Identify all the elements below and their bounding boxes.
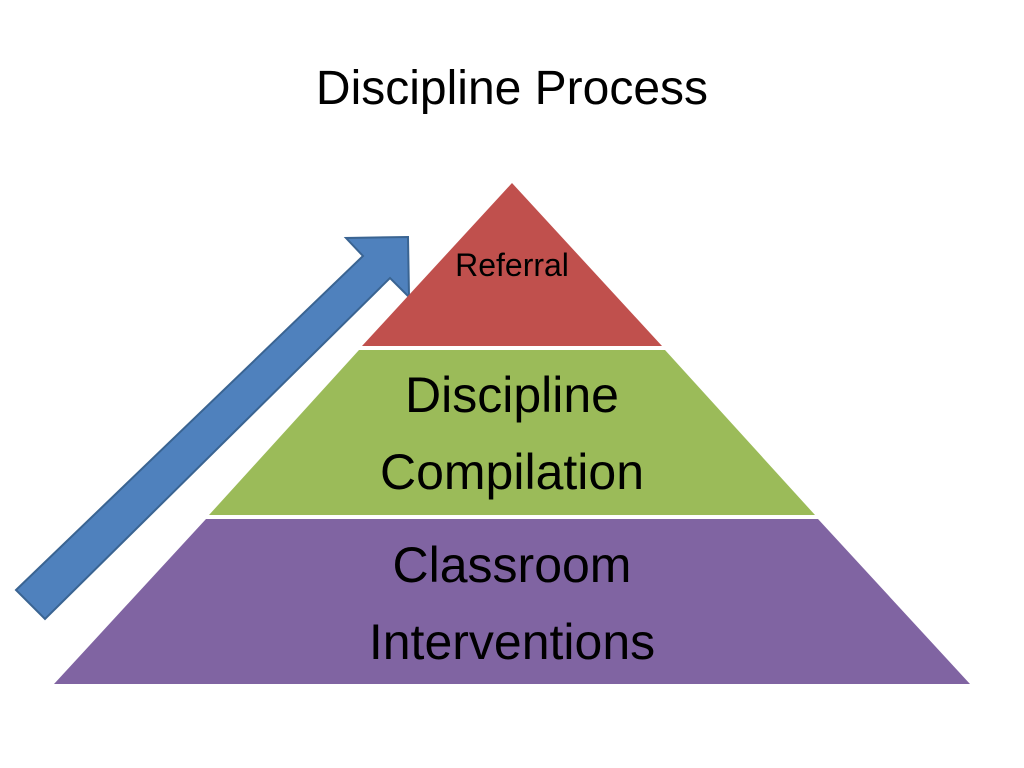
pyramid-tier-classroom-interventions (54, 519, 970, 684)
tier-label-referral: Referral (455, 247, 569, 283)
slide-title: Discipline Process (315, 62, 709, 115)
tier-label-classroom: Classroom (393, 537, 632, 593)
pyramid-tier-discipline-compilation (209, 350, 815, 515)
up-right-arrow-icon (14, 235, 411, 621)
tier-label-discipline: Discipline (405, 367, 619, 423)
tier-label-interventions: Interventions (369, 614, 655, 670)
tier-label-compilation: Compilation (380, 444, 644, 500)
pyramid-tier-referral (362, 183, 662, 346)
